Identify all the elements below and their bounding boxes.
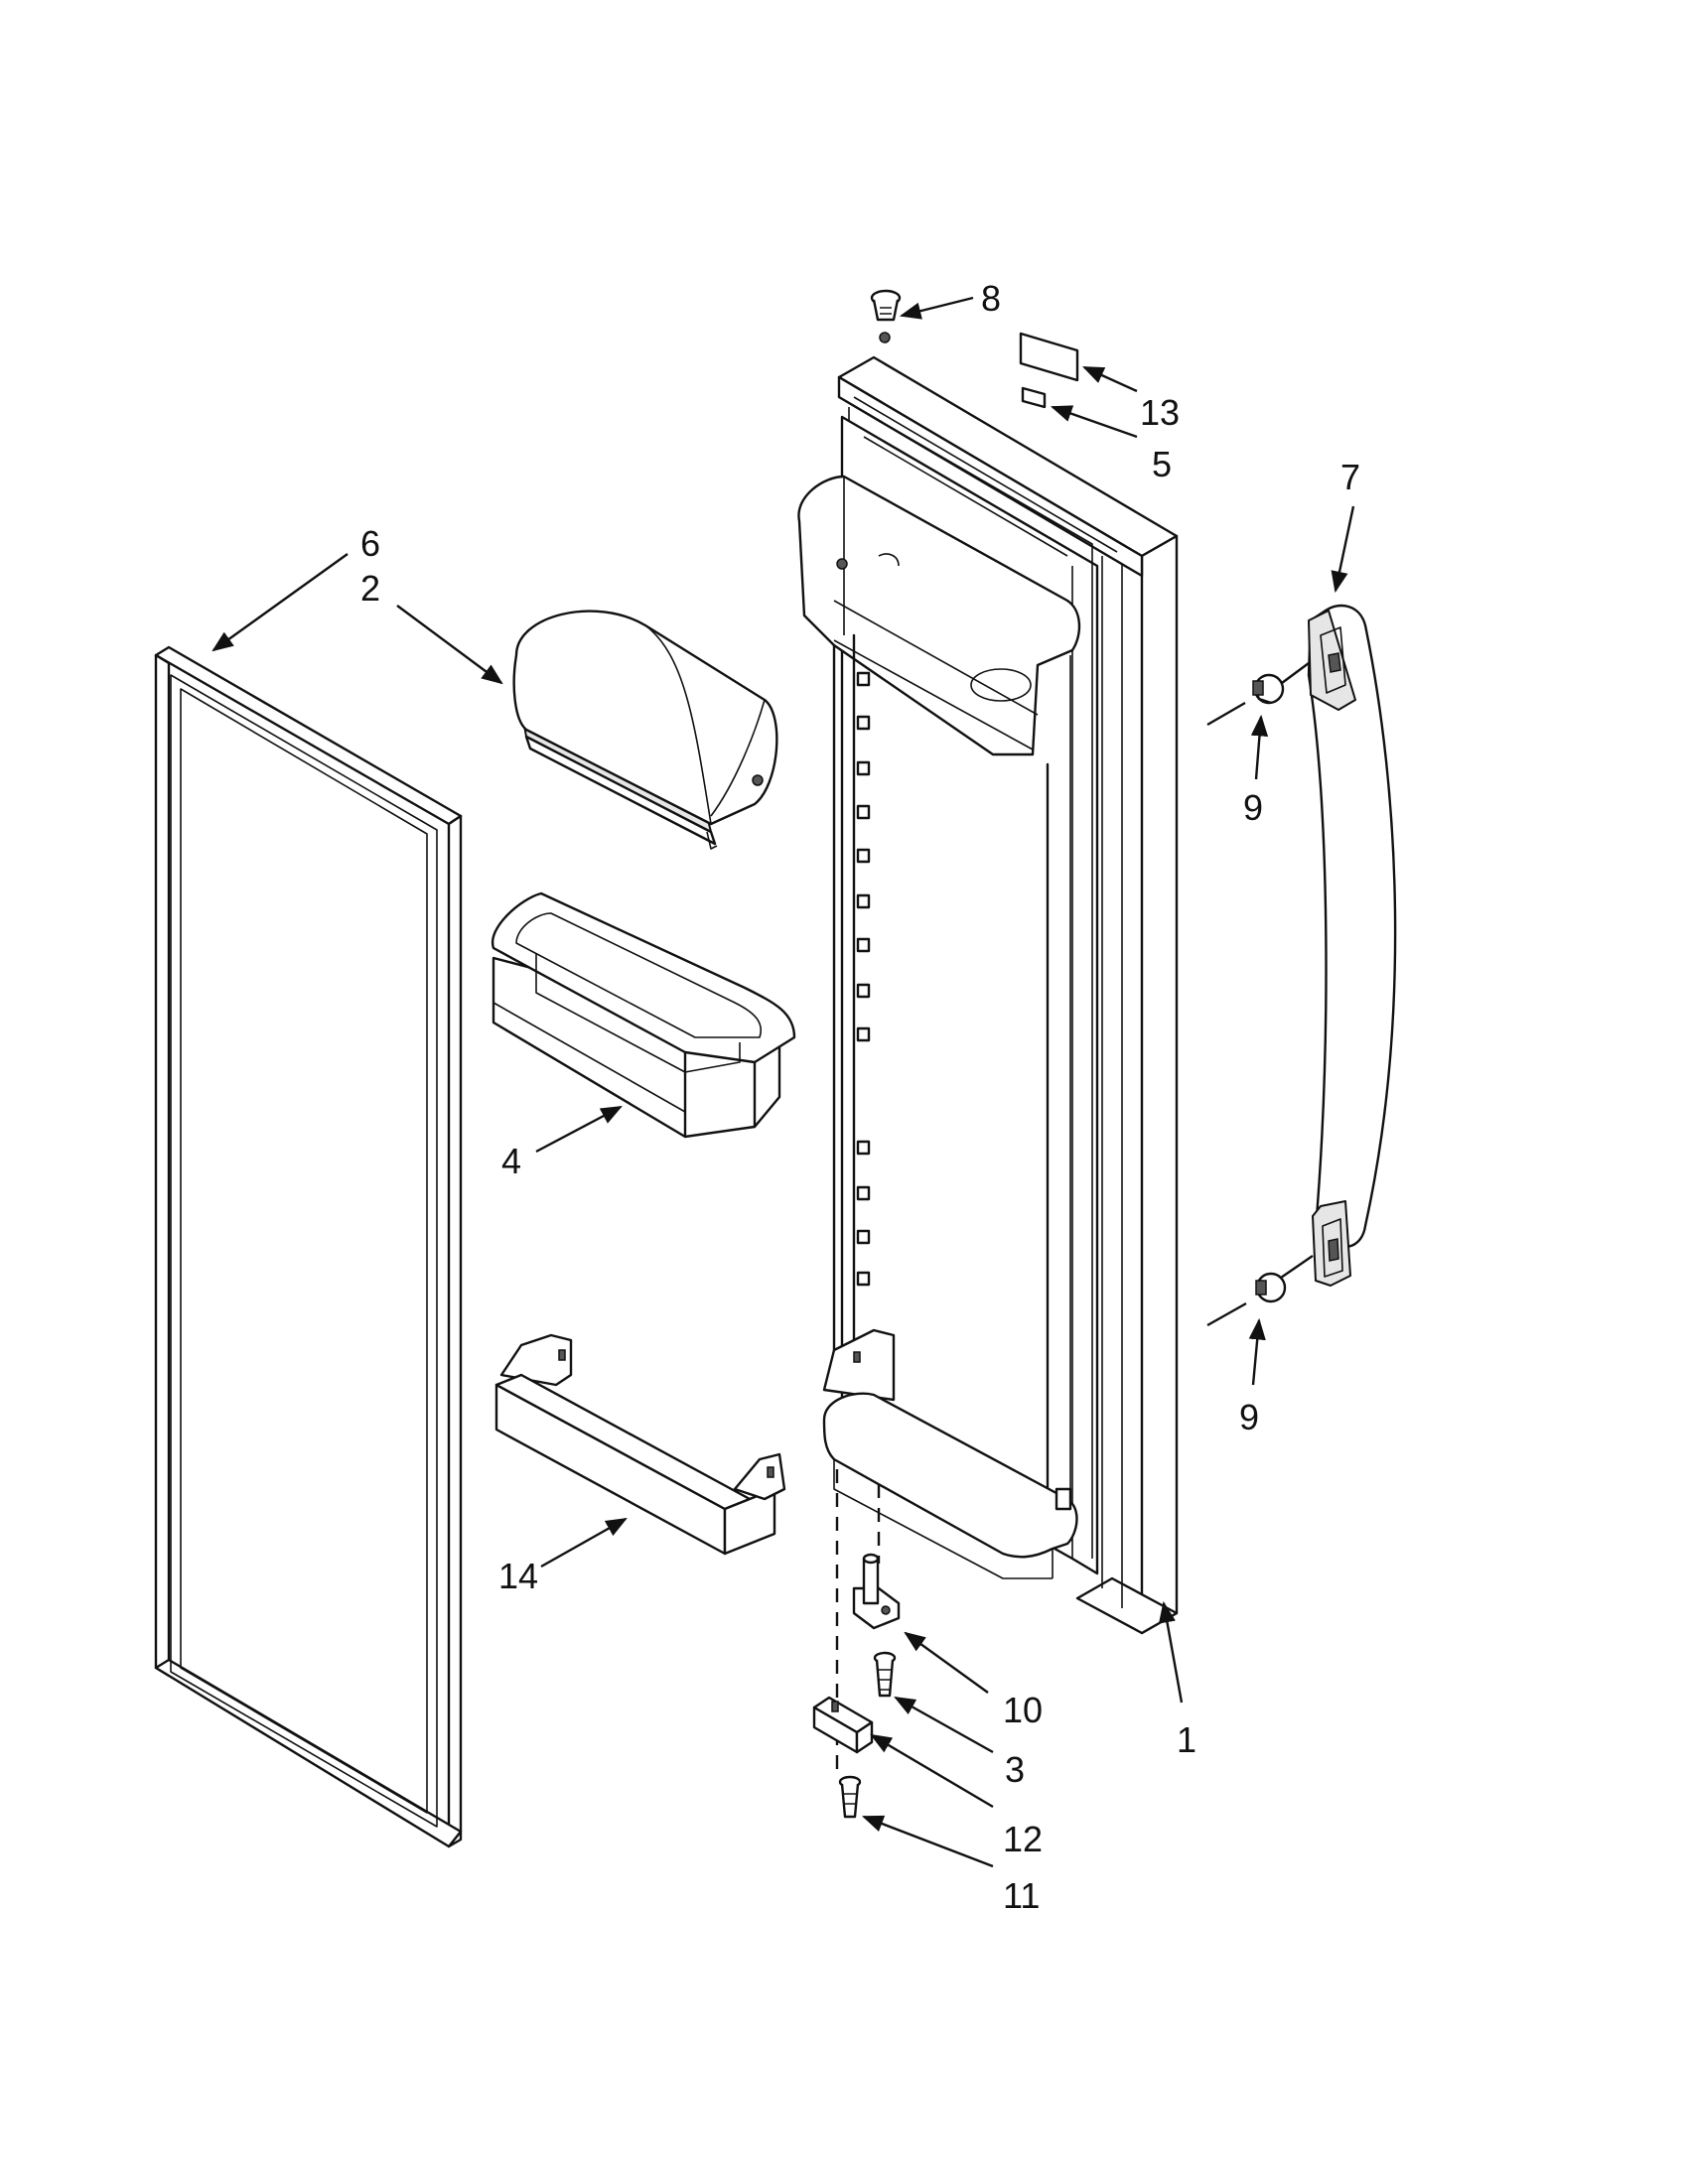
door-gasket xyxy=(154,645,463,1848)
callout-7: 7 xyxy=(1340,457,1360,497)
callout-1: 1 xyxy=(1177,1719,1196,1760)
hinge-shim xyxy=(812,1696,874,1754)
handle-stud-upper xyxy=(1206,673,1285,727)
rating-label xyxy=(1019,332,1079,382)
callout-12: 12 xyxy=(1003,1819,1043,1859)
shelf-tabs xyxy=(856,671,871,1287)
hinge-pin-top xyxy=(870,289,902,343)
callout-5: 5 xyxy=(1152,444,1172,484)
callout-4: 4 xyxy=(501,1141,521,1181)
door-liner xyxy=(797,355,1179,1635)
callout-11: 11 xyxy=(1003,1875,1040,1916)
callout-2: 2 xyxy=(360,568,380,609)
arrow-4 xyxy=(535,1105,623,1154)
arrow-6 xyxy=(211,553,349,652)
arrow-2 xyxy=(396,605,503,685)
arrow-8 xyxy=(899,296,974,320)
callout-9-upper: 9 xyxy=(1243,787,1263,828)
arrow-5 xyxy=(1050,405,1138,439)
arrow-13 xyxy=(1082,365,1138,393)
arrow-10 xyxy=(904,1631,989,1694)
arrow-12 xyxy=(870,1733,994,1809)
callout-6: 6 xyxy=(360,523,380,564)
callout-8: 8 xyxy=(981,278,1001,319)
arrow-11 xyxy=(861,1815,994,1868)
hinge-bracket xyxy=(852,1553,901,1630)
arrow-7 xyxy=(1331,505,1355,594)
bin-cover xyxy=(512,610,778,850)
arrow-1 xyxy=(1158,1600,1184,1704)
arrow-9b xyxy=(1248,1317,1266,1386)
door-handle xyxy=(1280,604,1397,1287)
leader-arrows xyxy=(211,296,1355,1868)
arrow-14 xyxy=(540,1517,628,1569)
arrow-9a xyxy=(1250,714,1269,780)
door-shelf xyxy=(494,1333,786,1556)
hinge-screw xyxy=(873,1651,897,1698)
arrow-3 xyxy=(894,1696,994,1754)
callout-14: 14 xyxy=(498,1556,538,1596)
callout-13: 13 xyxy=(1140,392,1180,433)
shim-screw xyxy=(838,1775,862,1819)
small-label xyxy=(1021,386,1047,409)
callout-3: 3 xyxy=(1005,1749,1025,1790)
callout-9-lower: 9 xyxy=(1239,1397,1259,1437)
door-bin xyxy=(491,891,796,1139)
callout-10: 10 xyxy=(1003,1690,1043,1730)
handle-stud-lower xyxy=(1206,1272,1287,1327)
callout-labels: 8 13 5 7 6 2 9 4 9 14 10 1 3 12 11 xyxy=(360,278,1360,1916)
